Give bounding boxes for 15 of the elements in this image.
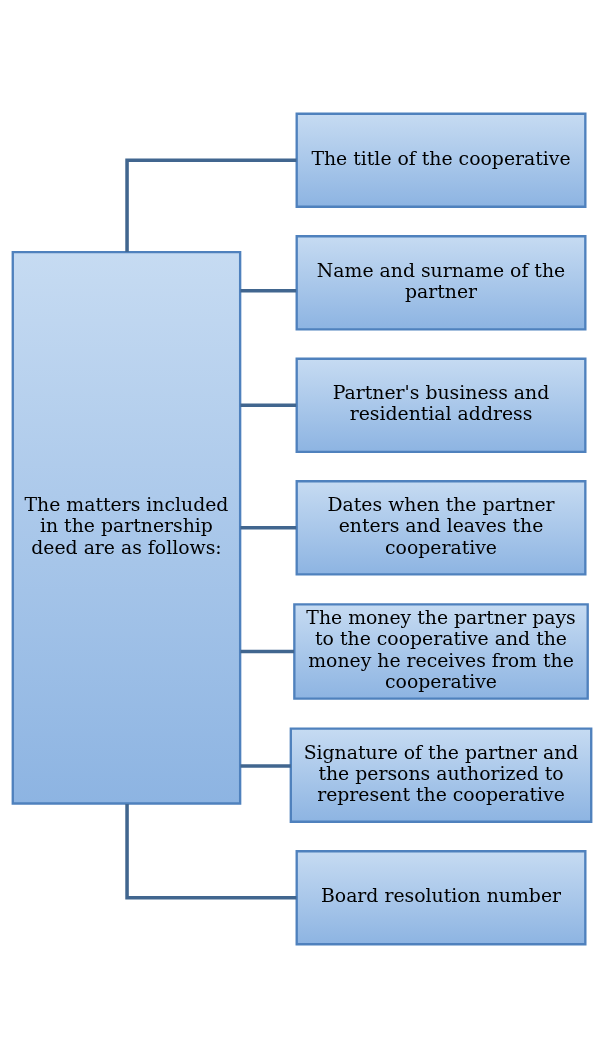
connector: [125, 158, 297, 252]
connector: [240, 525, 297, 530]
connector: [240, 763, 291, 768]
node-box: The title of the cooperative: [295, 112, 587, 208]
connector: [240, 649, 295, 653]
node-box: The money the partner pays to the cooperative and the money he receives from the cooperative: [293, 602, 589, 700]
connector: [125, 803, 297, 899]
node-box: The matters included in the partnership deed are as follows:: [11, 250, 242, 805]
node-box: Partner's business and residential address: [295, 357, 587, 453]
node-box: Name and surname of the partner: [295, 234, 587, 330]
connector: [240, 403, 297, 407]
node-box: Dates when the partner enters and leaves the cooperative: [295, 479, 587, 576]
node-box: Board resolution number: [295, 849, 587, 945]
node-box: Signature of the partner and the persons authorized to represent the cooperative: [289, 727, 593, 823]
connector: [240, 288, 297, 292]
